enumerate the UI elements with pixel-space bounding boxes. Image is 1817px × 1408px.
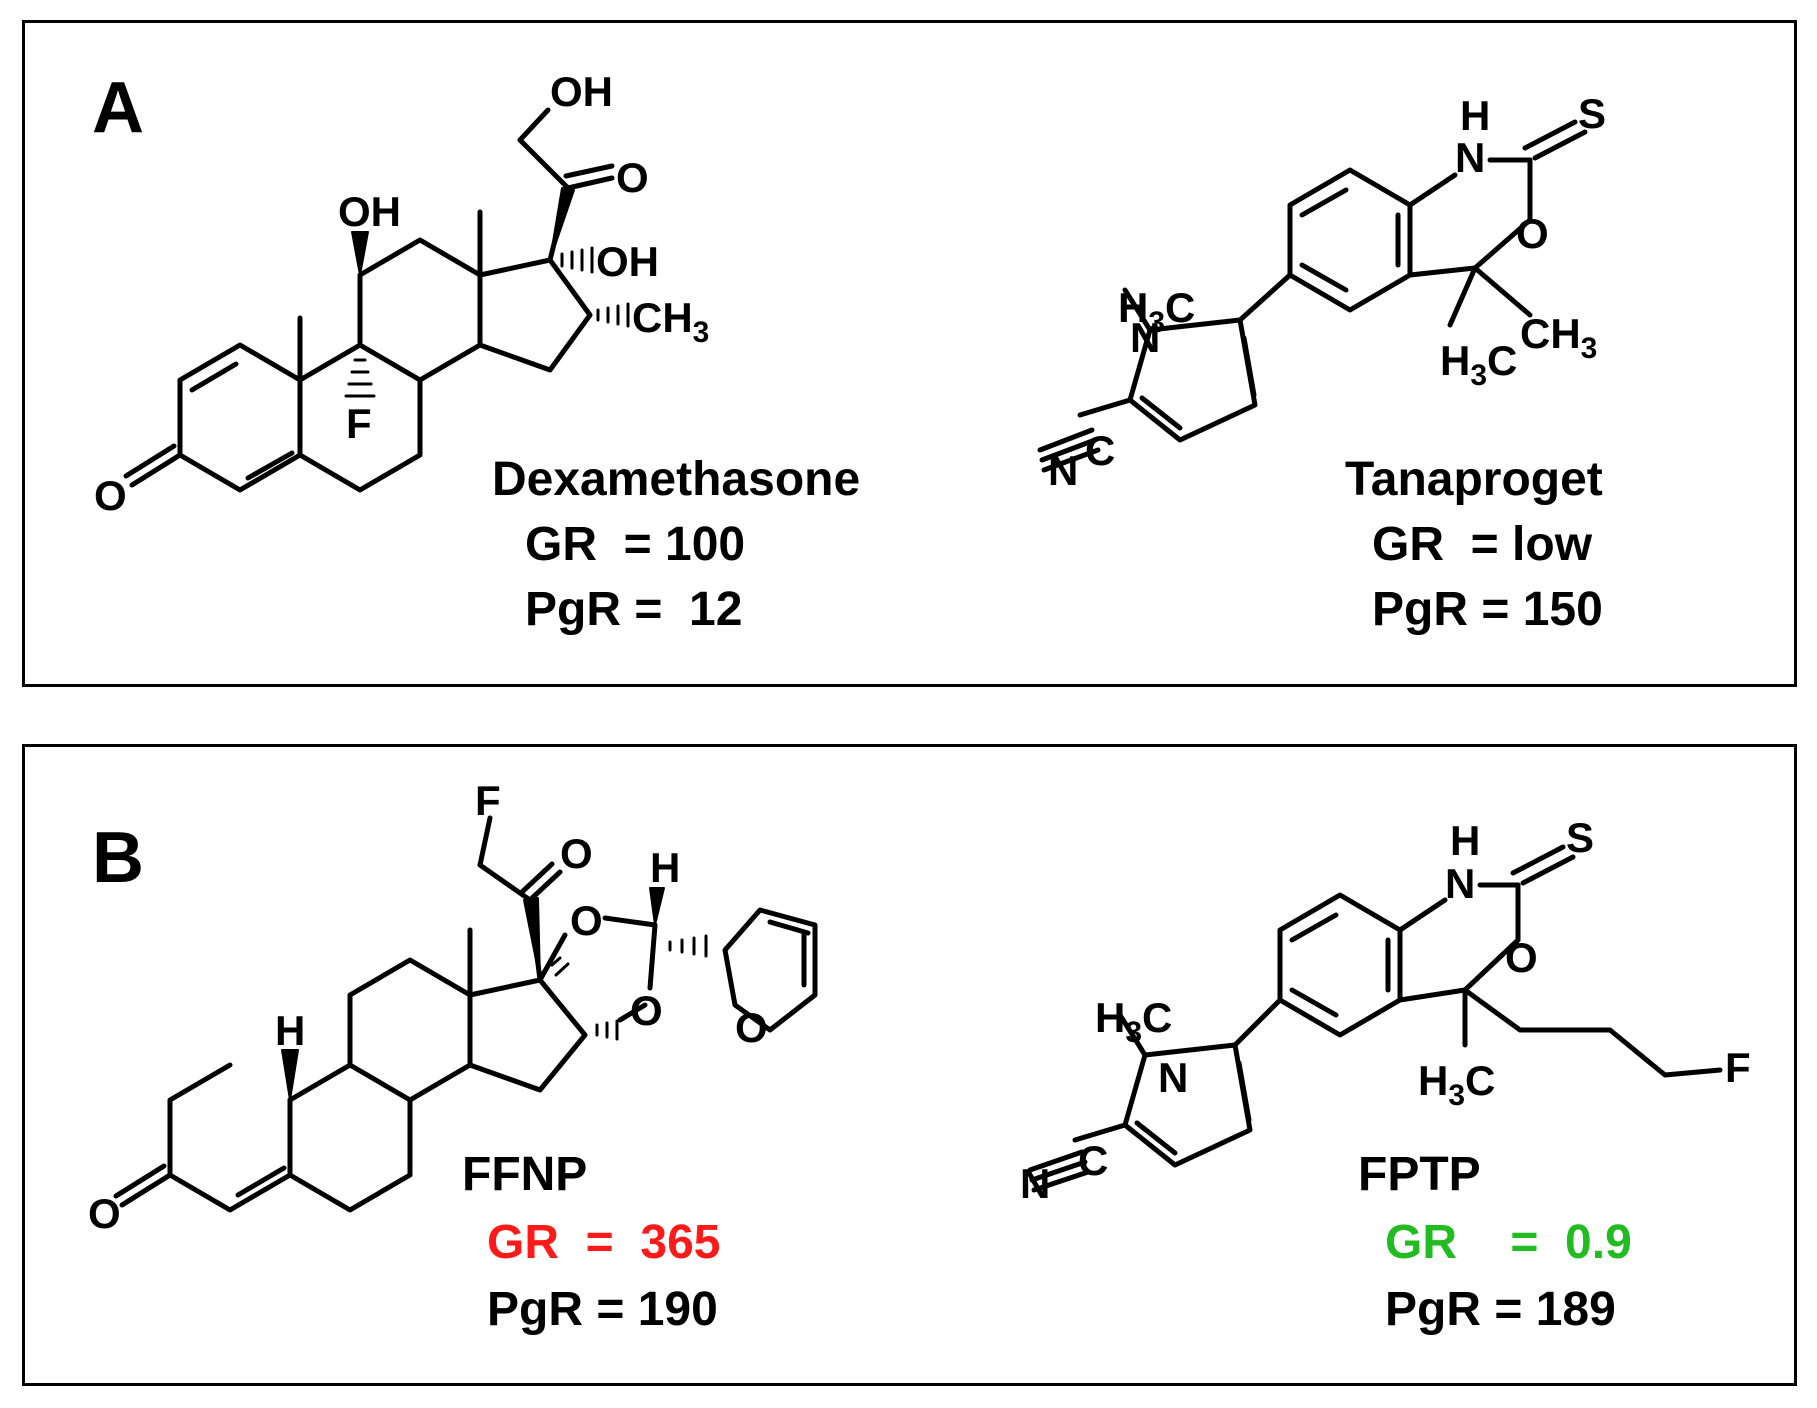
atom-f: F: [346, 400, 372, 447]
fptp-structure: [1027, 844, 1723, 1193]
tanaproget-gr: GR = low: [1372, 518, 1593, 571]
tanaproget-pgr: PgR = 150: [1372, 583, 1603, 636]
ffnp-gr: GR = 365: [487, 1216, 720, 1269]
ffnp-pgr: PgR = 190: [487, 1283, 718, 1336]
dexamethasone-pgr: PgR = 12: [525, 583, 742, 636]
atom-h3c-fptp: H3C: [1418, 1057, 1495, 1112]
atom-f-fptp: F: [1725, 1044, 1751, 1091]
ffnp-name: FFNP: [462, 1148, 587, 1201]
fptp-pgr: PgR = 189: [1385, 1283, 1616, 1336]
atom-oh-17: OH: [596, 238, 659, 285]
dexamethasone-gr: GR = 100: [525, 518, 745, 571]
atom-s-fptp: S: [1566, 814, 1594, 861]
atom-nitrile-n: N: [1048, 447, 1078, 494]
atom-o-3-ffnp: O: [88, 1190, 121, 1237]
atom-n1-fptp: N: [1445, 860, 1475, 907]
atom-h-5: H: [275, 1007, 305, 1054]
atom-o-3: O: [94, 472, 127, 519]
atom-n-methyl-fptp: H3C: [1095, 994, 1172, 1049]
fptp-name: FPTP: [1358, 1148, 1481, 1201]
atom-h3c: H3C: [1440, 337, 1517, 392]
atom-o-furan: O: [735, 1004, 768, 1051]
panel-a: [22, 20, 1797, 687]
atom-h: H: [1460, 92, 1490, 139]
atom-s: S: [1578, 90, 1606, 137]
atom-n-methyl: H3C: [1118, 284, 1195, 339]
atom-n-pyrrole: N: [1130, 314, 1160, 361]
atom-ch3-16: CH3: [632, 294, 709, 349]
ffnp-structure: [113, 815, 818, 1213]
atom-nitrile-c-fptp: C: [1078, 1137, 1108, 1184]
atom-nitrile-c: C: [1085, 427, 1115, 474]
fptp-gr: GR = 0.9: [1385, 1216, 1632, 1269]
atom-o: O: [1516, 210, 1549, 257]
panel-b: [22, 744, 1797, 1386]
panel-b-label: B: [92, 818, 144, 898]
atom-n-pyrrole-fptp: N: [1158, 1054, 1188, 1101]
atom-n1: N: [1455, 134, 1485, 181]
tanaproget-structure: [1037, 119, 1588, 473]
atom-o-ketone: O: [616, 154, 649, 201]
atom-h-fptp: H: [1450, 817, 1480, 864]
atom-o-bottom-ffnp: O: [630, 987, 663, 1034]
dexamethasone-name: Dexamethasone: [492, 453, 860, 506]
dexamethasone-structure: [123, 107, 630, 493]
atom-h-acetal: H: [650, 844, 680, 891]
atom-ch3: CH3: [1520, 310, 1597, 365]
atom-oh-top: OH: [550, 68, 613, 115]
atom-o-ketone-ffnp: O: [560, 830, 593, 877]
atom-o-fptp: O: [1505, 934, 1538, 981]
panel-a-label: A: [92, 68, 144, 148]
atom-o-top-ffnp: O: [570, 897, 603, 944]
atom-f-ffnp: F: [475, 777, 501, 824]
atom-nitrile-n-fptp: N: [1020, 1160, 1050, 1207]
tanaproget-name: Tanaproget: [1345, 453, 1603, 506]
atom-oh-11: OH: [338, 188, 401, 235]
